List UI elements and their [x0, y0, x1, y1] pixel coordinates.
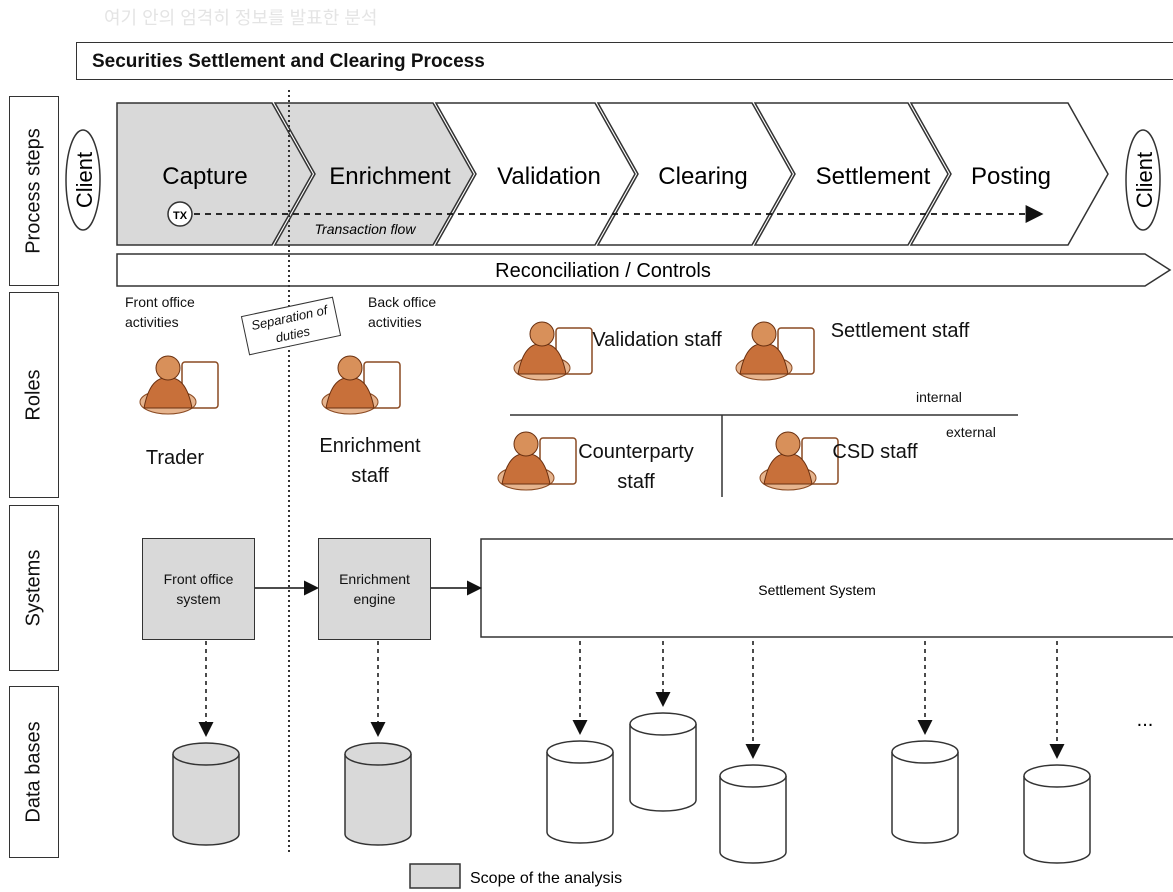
step-settlement-label: Settlement: [816, 163, 931, 190]
database-front-office: [172, 742, 240, 846]
title-box: [76, 42, 1173, 80]
person-icon-settlement: [735, 321, 815, 381]
reconciliation-arrow: [116, 253, 1172, 287]
step-clearing-label: Clearing: [658, 163, 747, 190]
enrichment-engine-box: Enrichment engine: [318, 538, 431, 640]
role-enrichment-staff: Enrichment staff: [319, 435, 421, 487]
role-counterparty-staff: Counterparty staff: [578, 441, 694, 493]
tx-label: TX: [173, 210, 188, 222]
step-validation-chevron: [434, 102, 636, 246]
faint-header-text: 여기 안의 엄격히 정보를 발표한 분석: [104, 8, 378, 28]
front-office-system-label: Front office system: [163, 571, 234, 607]
step-posting-label: Posting: [971, 163, 1051, 190]
reconciliation-label: Reconciliation / Controls: [495, 260, 711, 282]
step-validation-label: Validation: [497, 163, 601, 190]
diagram-title: Securities Settlement and Clearing Proce…: [92, 51, 485, 72]
database-settlement-3: [719, 764, 787, 864]
step-enrichment-chevron: [273, 102, 474, 246]
lane-data-bases: Data bases: [9, 686, 59, 858]
settlement-system-box: [480, 538, 1173, 638]
role-settlement-staff: Settlement staff: [830, 320, 970, 342]
person-icon-csd: [759, 431, 839, 491]
person-icon-enrichment: [321, 355, 401, 415]
internal-label: internal: [916, 389, 962, 405]
step-enrichment-label: Enrichment: [329, 163, 451, 190]
back-office-activities-label: Back office activities: [368, 294, 437, 330]
person-icon-trader: [139, 355, 219, 415]
role-csd-staff: CSD staff: [832, 441, 918, 463]
lane-process-steps: Process steps: [9, 96, 59, 286]
person-icon-validation: [513, 321, 593, 381]
step-posting-chevron: [909, 102, 1109, 246]
database-settlement-1: [546, 740, 614, 844]
more-databases-ellipsis: ...: [1137, 709, 1154, 731]
step-capture-label: Capture: [162, 163, 247, 190]
step-capture-chevron: [116, 102, 313, 246]
settlement-system-label: Settlement System: [758, 582, 876, 598]
transaction-flow-label: Transaction flow: [315, 221, 417, 237]
client-right-oval: [1125, 129, 1161, 231]
step-settlement-chevron: [753, 102, 949, 246]
tx-circle: [167, 201, 193, 227]
person-icon-counterparty: [497, 431, 577, 491]
legend-swatch: [409, 863, 461, 889]
client-left-oval: [65, 129, 101, 231]
enrichment-engine-label: Enrichment engine: [339, 571, 410, 607]
database-settlement-2: [629, 712, 697, 812]
lane-systems: Systems: [9, 505, 59, 671]
front-office-activities-label: Front office activities: [125, 294, 195, 330]
legend-label: Scope of the analysis: [470, 870, 622, 887]
role-trader: Trader: [145, 447, 205, 469]
database-settlement-5: [1023, 764, 1091, 864]
lane-roles: Roles: [9, 292, 59, 498]
external-label: external: [946, 424, 996, 440]
role-validation-staff: Validation staff: [592, 329, 722, 351]
client-right-label: Client: [1132, 152, 1157, 208]
front-office-system-box: Front office system: [142, 538, 255, 640]
step-clearing-chevron: [596, 102, 793, 246]
database-settlement-4: [891, 740, 959, 844]
database-enrichment: [344, 742, 412, 846]
client-left-label: Client: [72, 152, 97, 208]
